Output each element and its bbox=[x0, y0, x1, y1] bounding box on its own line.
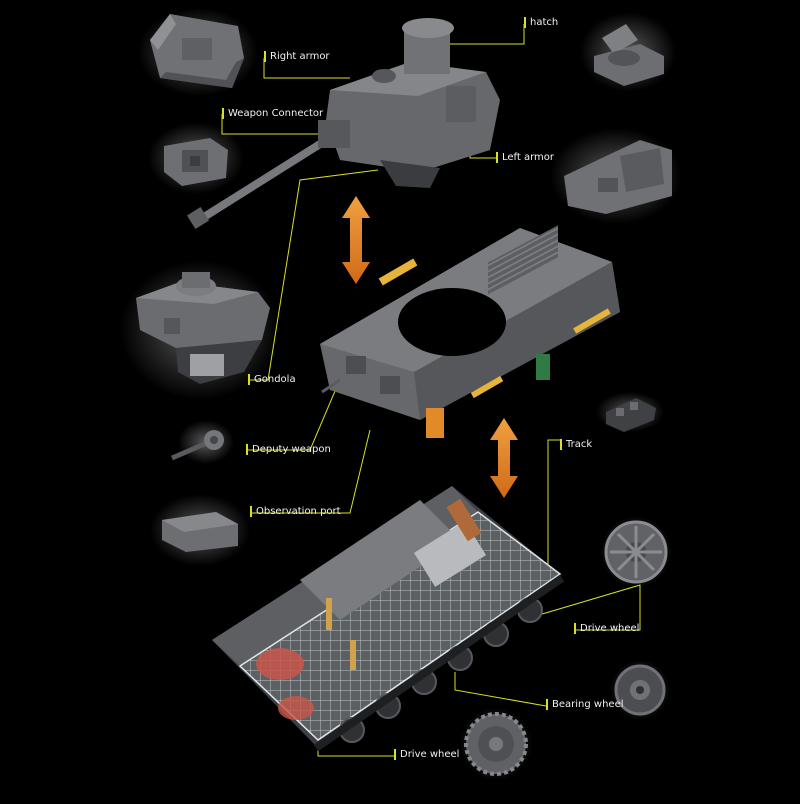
main-gun-barrel bbox=[192, 130, 340, 226]
label-left-armor: Left armor bbox=[496, 152, 554, 163]
leader-hatch bbox=[440, 24, 525, 45]
label-track-text: Track bbox=[566, 439, 593, 450]
explode-arrow-lower bbox=[490, 418, 518, 498]
label-tick bbox=[394, 749, 396, 760]
label-hatch: hatch bbox=[524, 17, 558, 28]
label-right-armor: Right armor bbox=[264, 51, 330, 62]
track-part bbox=[596, 392, 664, 432]
label-track: Track bbox=[560, 439, 592, 450]
label-observation-port: Observation port bbox=[250, 506, 341, 517]
drive-wheel-top-part bbox=[600, 516, 672, 588]
leader-drive-wheel-top bbox=[521, 584, 641, 631]
drive-wheel-bottom-part bbox=[460, 708, 532, 780]
label-tick bbox=[264, 51, 266, 62]
left-armor-part bbox=[550, 128, 682, 224]
leader-bearing-wheel bbox=[454, 672, 547, 707]
label-bearing-wheel: Bearing wheel bbox=[546, 699, 624, 710]
turret-ring-opening bbox=[398, 288, 506, 356]
label-tick bbox=[560, 439, 562, 450]
label-tick bbox=[574, 623, 576, 634]
label-observation-port-text: Observation port bbox=[256, 506, 341, 517]
label-tick bbox=[496, 152, 498, 163]
hull-chassis bbox=[212, 486, 565, 752]
label-hatch-text: hatch bbox=[530, 17, 559, 28]
weapon-connector-part bbox=[148, 122, 244, 194]
label-drive-wheel-bottom-text: Drive wheel bbox=[400, 749, 460, 760]
leader-observation-port bbox=[250, 429, 371, 514]
deputy-weapon-part bbox=[171, 420, 234, 464]
label-bearing-wheel-text: Bearing wheel bbox=[552, 699, 624, 710]
leader-gondola bbox=[248, 169, 379, 381]
label-tick bbox=[248, 374, 250, 385]
explode-arrow-upper bbox=[342, 196, 370, 284]
label-tick bbox=[546, 699, 548, 710]
label-tick bbox=[524, 17, 526, 28]
label-gondola-text: Gondola bbox=[254, 374, 296, 385]
label-tick bbox=[246, 444, 248, 455]
hull-top-deck bbox=[320, 225, 620, 438]
label-gondola: Gondola bbox=[248, 374, 296, 385]
label-deputy-weapon-text: Deputy weapon bbox=[252, 444, 331, 455]
main-turret bbox=[186, 18, 500, 230]
label-weapon-connector-text: Weapon Connector bbox=[228, 108, 324, 119]
label-right-armor-text: Right armor bbox=[270, 51, 330, 62]
hatch-part bbox=[580, 12, 676, 92]
label-tick bbox=[250, 506, 252, 517]
leader-deputy-weapon bbox=[246, 383, 339, 451]
leader-right-armor bbox=[263, 58, 350, 79]
gondola-part bbox=[120, 260, 280, 400]
right-armor-part bbox=[138, 8, 258, 96]
label-drive-wheel-top: Drive wheel bbox=[574, 623, 639, 634]
bearing-wheel-part bbox=[610, 660, 670, 720]
label-deputy-weapon: Deputy weapon bbox=[246, 444, 331, 455]
label-drive-wheel-top-text: Drive wheel bbox=[580, 623, 640, 634]
label-left-armor-text: Left armor bbox=[502, 152, 555, 163]
label-tick bbox=[222, 108, 224, 119]
label-weapon-connector: Weapon Connector bbox=[222, 108, 323, 119]
observation-port-part bbox=[150, 494, 250, 566]
leader-track bbox=[547, 439, 560, 565]
leader-lines bbox=[221, 24, 641, 757]
label-drive-wheel-bottom: Drive wheel bbox=[394, 749, 459, 760]
